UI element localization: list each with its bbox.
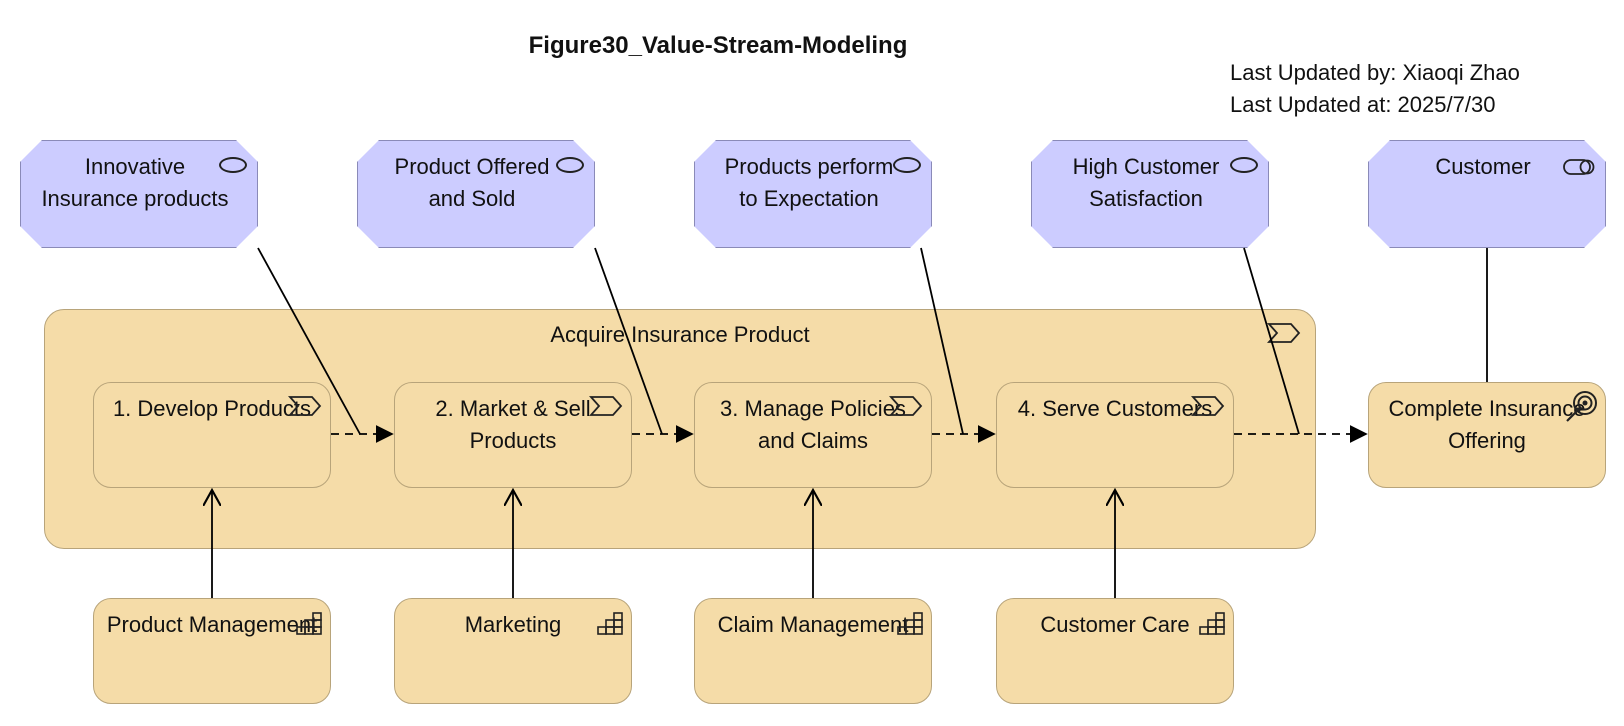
value-stream-icon — [1191, 396, 1225, 416]
stage-manage-policies-and-claims[interactable]: 3. Manage Policies and Claims — [694, 382, 932, 488]
outcome-innovative-insurance-products[interactable]: Innovative Insurance products — [20, 140, 258, 248]
ellipse-icon — [219, 157, 247, 173]
diagram-title: Figure30_Value-Stream-Modeling — [528, 32, 908, 59]
capability-icon — [597, 612, 623, 635]
value-stream-icon — [288, 396, 322, 416]
ellipse-icon — [556, 157, 584, 173]
capability-customer-care[interactable]: Customer Care — [996, 598, 1234, 704]
value-stream-icon — [589, 396, 623, 416]
stage-label: 1. Develop Products — [112, 396, 312, 421]
ellipse-icon — [1230, 157, 1258, 173]
outcome-label: Innovative Insurance products — [41, 154, 229, 211]
capability-product-management[interactable]: Product Management — [93, 598, 331, 704]
result-label: Complete Insurance Offering — [1388, 396, 1586, 453]
capability-label: Product Management — [106, 612, 318, 637]
capability-icon — [1199, 612, 1225, 635]
outcome-product-offered-and-sold[interactable]: Product Offered and Sold — [357, 140, 595, 248]
stage-label: 3. Manage Policies and Claims — [720, 396, 906, 453]
stakeholder-label: Customer — [1435, 154, 1531, 179]
goal-icon — [1566, 391, 1597, 422]
last-updated-by: Last Updated by: Xiaoqi Zhao — [1230, 60, 1520, 85]
capability-marketing[interactable]: Marketing — [394, 598, 632, 704]
capability-claim-management[interactable]: Claim Management — [694, 598, 932, 704]
outcome-label: Product Offered and Sold — [394, 154, 550, 211]
value-stream-icon — [889, 396, 923, 416]
value-stream-label: Acquire Insurance Product — [550, 322, 810, 347]
last-updated-at: Last Updated at: 2025/7/30 — [1230, 92, 1496, 117]
stage-market-and-sell-products[interactable]: 2. Market & Sell Products — [394, 382, 632, 488]
result-complete-insurance-offering[interactable]: Complete Insurance Offering — [1368, 382, 1606, 488]
role-icon — [1563, 159, 1595, 175]
capability-label: Claim Management — [717, 612, 909, 637]
capability-label: Marketing — [464, 612, 562, 637]
outcome-label: Products perform to Expectation — [724, 154, 894, 211]
outcome-products-perform-to-expectation[interactable]: Products perform to Expectation — [694, 140, 932, 248]
stage-develop-products[interactable]: 1. Develop Products — [93, 382, 331, 488]
stage-label: 4. Serve Customers — [1017, 396, 1213, 421]
stage-label: 2. Market & Sell Products — [435, 396, 591, 453]
stakeholder-customer[interactable]: Customer — [1368, 140, 1606, 248]
ellipse-icon — [893, 157, 921, 173]
value-stream-icon — [1267, 323, 1301, 343]
metadata-block: Last Updated by: Xiaoqi Zhao Last Update… — [1230, 57, 1520, 121]
capability-icon — [897, 612, 923, 635]
stage-serve-customers[interactable]: 4. Serve Customers — [996, 382, 1234, 488]
capability-label: Customer Care — [1040, 612, 1190, 637]
outcome-label: High Customer Satisfaction — [1072, 154, 1220, 211]
outcome-high-customer-satisfaction[interactable]: High Customer Satisfaction — [1031, 140, 1269, 248]
capability-icon — [296, 612, 322, 635]
